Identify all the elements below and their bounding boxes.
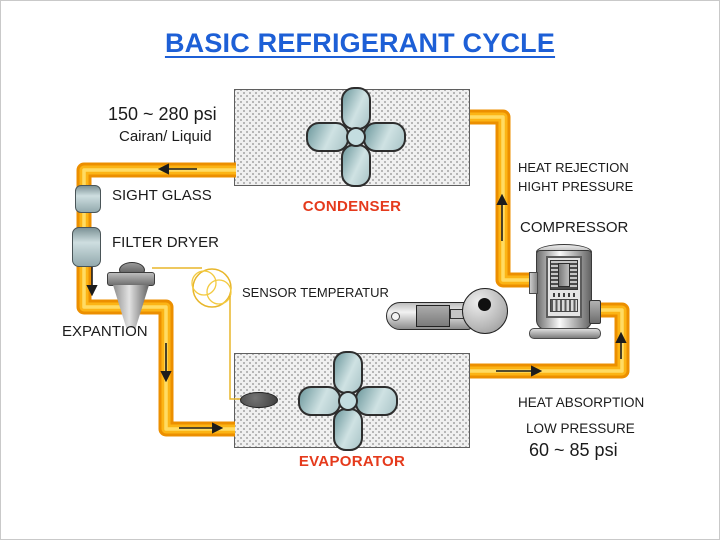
- heat-rejection-label: HEAT REJECTION: [518, 160, 629, 175]
- temperature-sensor-label: SENSOR TEMPERATUR: [242, 285, 389, 300]
- filter-dryer-icon: [72, 227, 101, 267]
- compressor-label: COMPRESSOR: [520, 219, 629, 236]
- condenser-fan-icon: [306, 87, 406, 187]
- slide-title: BASIC REFRIGERANT CYCLE: [164, 28, 556, 58]
- low-side-pressure-label: 60 ~ 85 psi: [529, 440, 618, 460]
- expansion-valve-icon: [105, 260, 157, 330]
- expansion-label: EXPANTION: [62, 323, 148, 340]
- sight-glass-icon: [75, 185, 101, 213]
- high-pressure-label: HIGHT PRESSURE: [518, 179, 634, 194]
- temperature-sensor-icon: [386, 288, 508, 340]
- heat-absorption-label: HEAT ABSORPTION: [518, 395, 645, 410]
- condenser-label: CONDENSER: [302, 198, 402, 215]
- evaporator-label: EVAPORATOR: [298, 453, 406, 470]
- low-pressure-label: LOW PRESSURE: [526, 421, 635, 436]
- sight-glass-label: SIGHT GLASS: [112, 187, 212, 204]
- high-side-state-label: Cairan/ Liquid: [119, 128, 212, 145]
- filter-dryer-label: FILTER DRYER: [112, 234, 219, 251]
- sensor-bulb-icon: [240, 392, 278, 408]
- evaporator-fan-icon: [298, 351, 398, 451]
- compressor-icon: [529, 242, 601, 339]
- high-side-pressure-label: 150 ~ 280 psi: [108, 104, 217, 124]
